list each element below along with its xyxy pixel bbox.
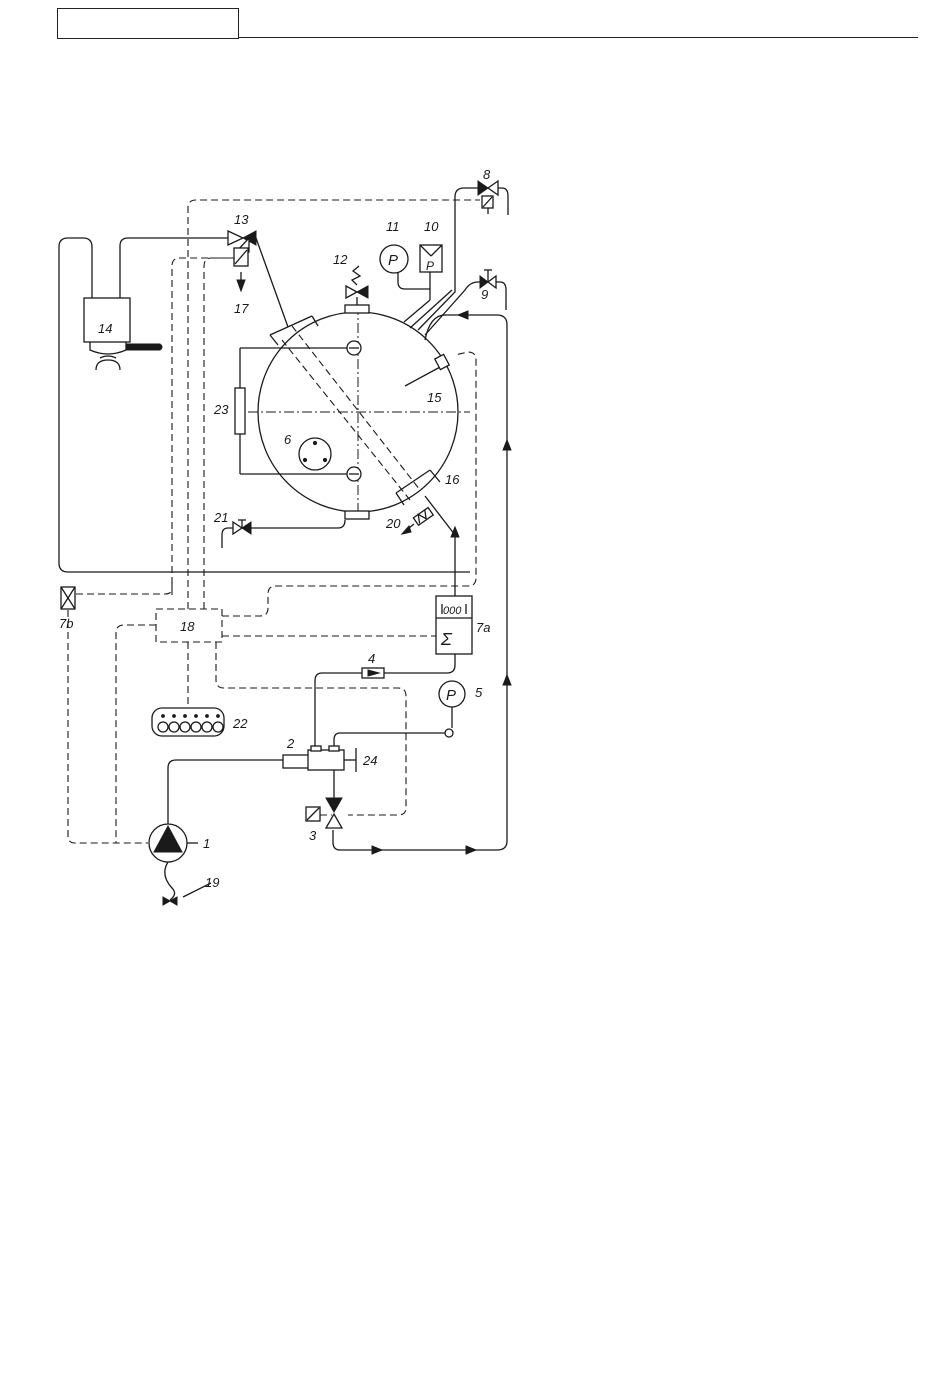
label-3: 3	[309, 828, 317, 843]
label-13: 13	[234, 212, 249, 227]
valve-3	[306, 798, 342, 828]
pressure-gauge-11: P	[380, 245, 408, 273]
svg-text:000: 000	[443, 605, 462, 617]
label-19: 19	[205, 875, 219, 890]
label-20: 20	[385, 516, 401, 531]
label-22: 22	[232, 716, 248, 731]
label-24: 24	[362, 753, 377, 768]
valve-12	[346, 266, 368, 298]
svg-text:P: P	[388, 252, 398, 269]
valve-8	[478, 181, 498, 214]
relief-valve-20	[402, 508, 433, 534]
pressure-switch-10: P	[420, 245, 442, 273]
label-18: 18	[180, 619, 195, 634]
label-8: 8	[483, 167, 491, 182]
flow-arrows	[372, 311, 511, 854]
label-12: 12	[333, 252, 348, 267]
valve-13	[228, 231, 256, 291]
label-1: 1	[203, 836, 210, 851]
label-5: 5	[475, 685, 483, 700]
svg-text:P: P	[426, 259, 434, 273]
pump-1	[149, 824, 198, 862]
label-9: 9	[481, 287, 488, 302]
boiler	[235, 305, 470, 520]
label-2: 2	[286, 736, 295, 751]
label-14: 14	[98, 321, 112, 336]
label-7a: 7a	[476, 620, 490, 635]
label-6: 6	[284, 432, 292, 447]
group-head-14	[84, 298, 162, 370]
label-7b: 7b	[59, 616, 73, 631]
label-23: 23	[213, 402, 229, 417]
sensor-7b	[61, 587, 75, 609]
keypad-22	[152, 708, 224, 736]
label-21: 21	[213, 510, 228, 525]
label-17: 17	[234, 301, 249, 316]
flowmeter-7a: 000 Σ	[436, 596, 472, 654]
check-valve-4	[362, 668, 384, 678]
svg-text:Σ: Σ	[440, 629, 453, 649]
inlet-valve-19	[163, 897, 177, 905]
label-11: 11	[386, 219, 400, 234]
label-15: 15	[427, 390, 442, 405]
label-10: 10	[424, 219, 439, 234]
solid-piping	[59, 188, 508, 900]
valve-21	[233, 520, 251, 534]
svg-text:P: P	[446, 687, 456, 704]
label-16: 16	[445, 472, 460, 487]
valve-9	[480, 270, 496, 288]
label-4: 4	[368, 651, 375, 666]
